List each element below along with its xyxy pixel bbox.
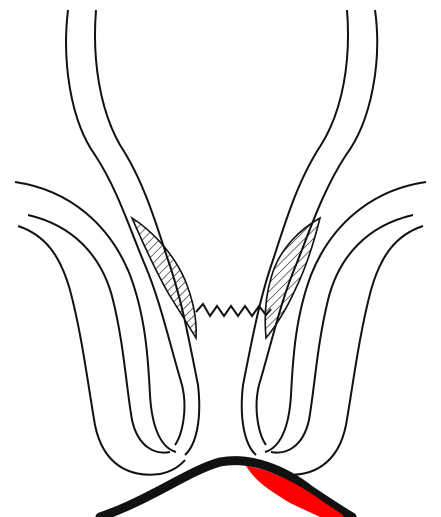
left-inner-wall <box>66 10 184 445</box>
wavy-line <box>196 304 271 316</box>
right-hatched-region <box>265 218 320 338</box>
right-outer-fold <box>265 182 426 452</box>
left-outer-fold <box>15 182 176 452</box>
